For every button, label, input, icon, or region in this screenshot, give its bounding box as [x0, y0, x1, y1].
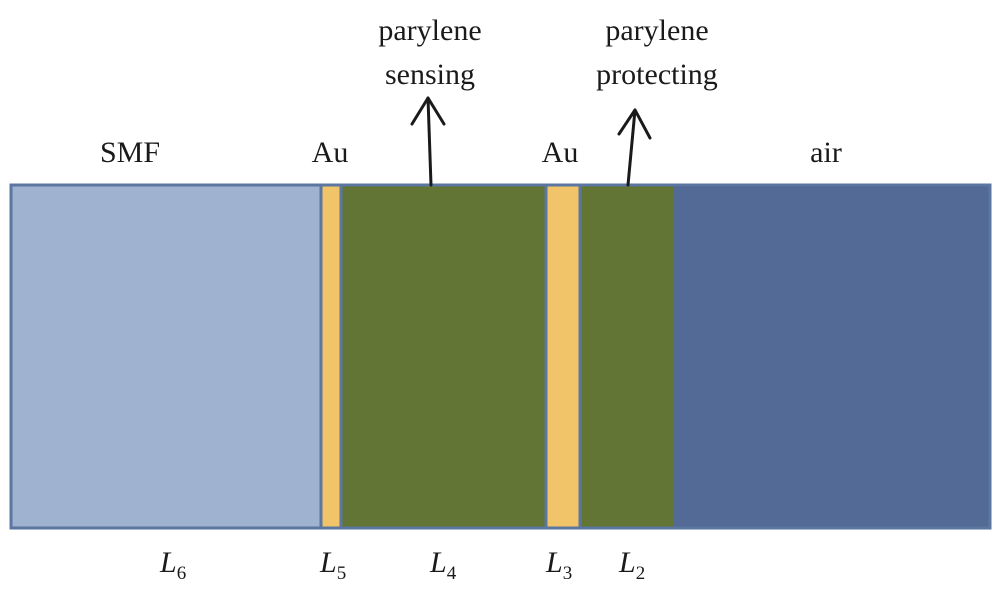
label-l5: L5	[319, 546, 346, 584]
layer-dividers	[319, 185, 582, 528]
parylene-protecting-label-line2: protecting	[596, 58, 718, 91]
smf-label: SMF	[100, 136, 160, 169]
parylene-sensing-arrow	[410, 96, 446, 187]
au-right-label: Au	[542, 136, 579, 169]
parylene-protecting-label-line1: parylene	[605, 14, 708, 47]
label-l3: L3	[545, 546, 572, 584]
label-l2: L2	[618, 546, 645, 584]
parylene-protecting-layer	[580, 185, 674, 528]
parylene-protecting-arrow	[617, 108, 652, 187]
parylene-sensing-label-line2: sensing	[385, 58, 475, 91]
outer-border	[9, 183, 992, 530]
air-layer	[674, 185, 990, 528]
label-l4: L4	[429, 546, 457, 584]
smf-layer	[11, 185, 321, 528]
parylene-sensing-layer	[341, 185, 546, 528]
au-layer-right	[546, 185, 580, 528]
parylene-sensing-label-line1: parylene	[378, 14, 481, 47]
label-l6: L6	[159, 546, 186, 584]
air-label: air	[810, 136, 842, 169]
au-layer-left	[321, 185, 341, 528]
arrows	[410, 96, 652, 187]
au-left-label: Au	[312, 136, 349, 169]
